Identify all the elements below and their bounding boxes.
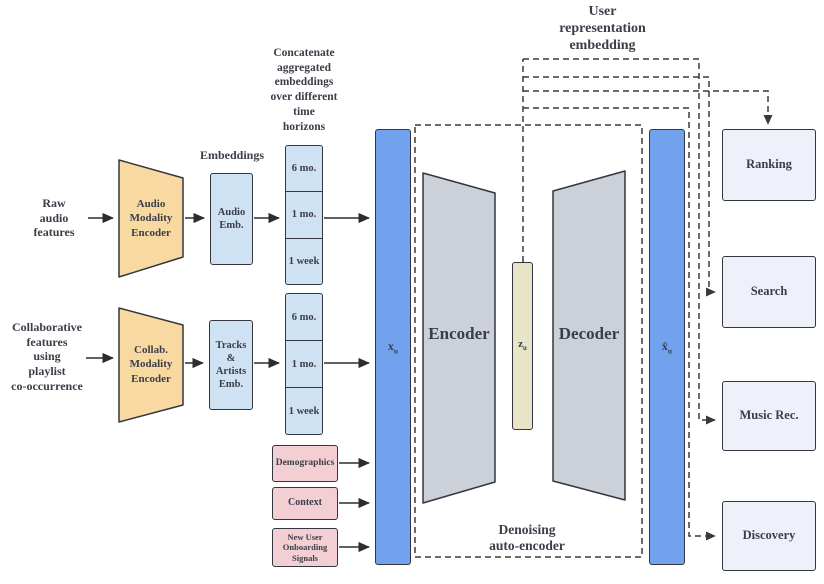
time-cell: 1 mo. xyxy=(286,340,322,387)
time-cell: 1 mo. xyxy=(286,191,322,237)
enc-line: Modality xyxy=(129,358,173,371)
xu-hat-bar: x̂u xyxy=(649,129,685,565)
note-line: embeddings xyxy=(274,76,334,89)
title-line: representation xyxy=(559,21,646,37)
input-line: audio xyxy=(39,210,69,225)
aux-line: New User xyxy=(287,531,323,542)
input-line: features xyxy=(33,225,75,240)
output-box-discovery: Discovery xyxy=(722,501,816,571)
encoder-label: Encoder xyxy=(428,324,490,343)
embeddings-label: Embeddings xyxy=(199,148,265,162)
raw-audio-features-label: Raw audio features xyxy=(14,196,94,240)
emb-line: Emb. xyxy=(219,220,244,231)
caption-line: Denoising xyxy=(498,522,556,537)
caption-line: auto-encoder xyxy=(489,538,565,554)
output-box-music-rec: Music Rec. xyxy=(722,381,816,451)
input-line: co-occurrence xyxy=(11,378,83,393)
denoising-autoencoder-caption: Denoising auto-encoder xyxy=(452,522,602,555)
time-horizon-stack-audio: 6 mo. 1 mo. 1 week xyxy=(285,145,323,285)
zu-bar: zu xyxy=(512,262,533,430)
emb-line: Tracks & xyxy=(215,339,247,364)
encoder-shape xyxy=(422,172,496,504)
note-line: horizons xyxy=(282,120,326,133)
user-representation-title: User representation embedding xyxy=(525,3,680,54)
context-box: Context xyxy=(272,487,338,520)
audio-emb-box: Audio Emb. xyxy=(210,173,253,265)
enc-line: Encoder xyxy=(131,226,171,239)
route-to-music-rec xyxy=(523,58,716,425)
input-line: features xyxy=(26,334,68,349)
denoising-autoencoder-frame xyxy=(414,124,643,558)
xu-hat-label: x̂u xyxy=(661,338,673,356)
emb-line: Audio xyxy=(217,206,246,218)
input-line: Raw xyxy=(42,196,66,210)
audio-modality-encoder-shape xyxy=(118,159,184,278)
solid-arrows xyxy=(86,212,370,553)
input-line: playlist xyxy=(28,363,66,378)
emb-line: Artists xyxy=(215,366,247,377)
route-to-ranking xyxy=(523,90,773,125)
tracks-artists-emb-box: Tracks & Artists Emb. xyxy=(209,320,253,410)
output-box-ranking: Ranking xyxy=(722,129,816,201)
xu-label: xu xyxy=(387,338,399,356)
time-cell: 6 mo. xyxy=(291,163,317,175)
input-line: Collaborative xyxy=(12,320,82,334)
demographics-box: Demographics xyxy=(272,445,338,482)
enc-line: Encoder xyxy=(131,372,171,385)
note-line: over different xyxy=(270,91,338,104)
time-cell: 6 mo. xyxy=(291,311,317,323)
time-horizon-stack-collab: 6 mo. 1 mo. 1 week xyxy=(285,293,323,435)
output-box-search: Search xyxy=(722,256,816,328)
route-to-search xyxy=(523,76,716,297)
note-line: aggregated xyxy=(276,61,332,74)
decoder-label: Decoder xyxy=(558,324,620,343)
collab-modality-encoder-label: Collab. Modality Encoder xyxy=(115,343,187,386)
route-to-discovery xyxy=(523,107,716,541)
time-cell: 1 week xyxy=(286,387,322,434)
aux-line: Signals xyxy=(292,552,318,563)
zu-label: zu xyxy=(518,338,527,353)
note-line: Concatenate xyxy=(273,47,335,59)
decoder-shape xyxy=(552,170,626,501)
note-line: time xyxy=(293,105,315,118)
xu-bar: xu xyxy=(375,129,411,565)
audio-modality-encoder-label: Audio Modality Encoder xyxy=(115,197,187,240)
collab-modality-encoder-shape xyxy=(118,307,184,423)
user-embedding-routes xyxy=(522,58,773,541)
input-line: using xyxy=(33,349,61,364)
title-line: embedding xyxy=(569,38,636,54)
time-cell: 1 week xyxy=(286,237,322,284)
title-line: User xyxy=(588,4,617,19)
enc-line: Modality xyxy=(129,212,173,225)
emb-line: Emb. xyxy=(218,379,244,391)
collaborative-features-label: Collaborative features using playlist co… xyxy=(2,320,92,393)
enc-line: Collab. xyxy=(134,344,168,356)
enc-line: Audio xyxy=(136,198,166,210)
new-user-onboarding-box: New User Onboarding Signals xyxy=(272,528,338,567)
aux-line: Onboarding xyxy=(282,542,328,553)
concat-note: Concatenate aggregated embeddings over d… xyxy=(255,46,353,134)
